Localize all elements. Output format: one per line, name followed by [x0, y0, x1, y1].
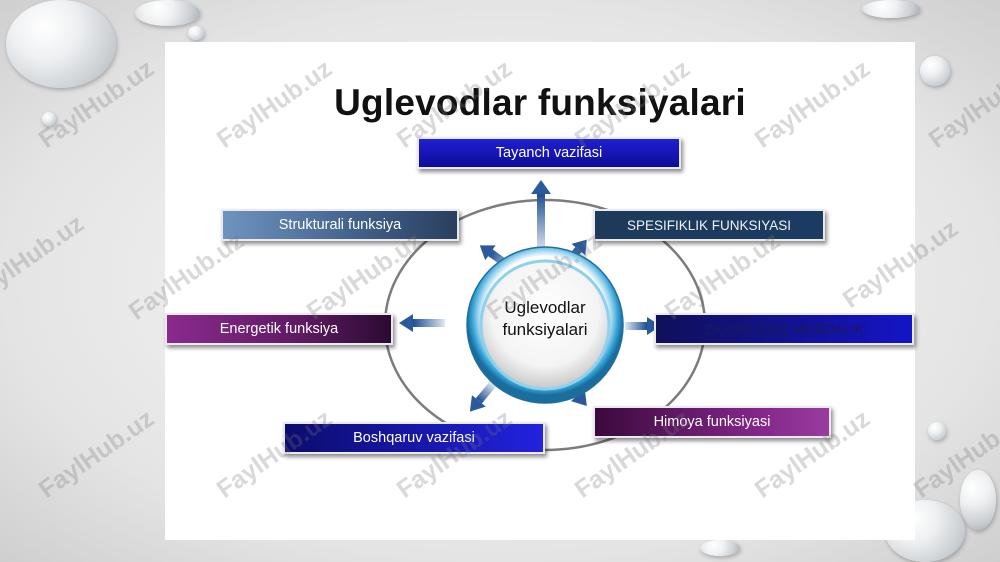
water-drop-decoration [920, 56, 950, 86]
box-spesifiklik-funksiyasi: SPESIFIKLIK FUNKSIYASI [593, 209, 825, 241]
water-drop-decoration [42, 112, 56, 126]
box-strukturali-funksiya: Strukturali funksiya [221, 209, 459, 241]
center-label-line2: funksiyalari [502, 320, 588, 339]
box-tayanch-vazifasi: Tayanch vazifasi [417, 137, 681, 169]
slide: Uglevodlar funksiyalari [165, 42, 915, 540]
box-zaxira-oziq-moddalik: ZAXIRA OZIQ MODDALIK [654, 313, 914, 345]
arrow-left [399, 314, 445, 332]
water-drop-decoration [700, 540, 740, 556]
slide-title: Uglevodlar funksiyalari [334, 82, 746, 123]
watermark-text: FaylHub.uz [0, 209, 90, 309]
box-boshqaruv-vazifasi: Boshqaruv vazifasi [283, 422, 545, 454]
arrow-lower-left [469, 381, 497, 412]
water-drop-decoration [135, 0, 200, 26]
water-drop-decoration [862, 0, 920, 18]
center-label: Uglevodlar funksiyalari [485, 297, 605, 341]
box-himoya-funksiyasi: Himoya funksiyasi [593, 406, 831, 438]
center-disc [479, 259, 611, 391]
water-drop-decoration [960, 470, 996, 530]
center-label-line1: Uglevodlar [504, 298, 586, 317]
watermark-text: FaylHub.uz [33, 404, 160, 504]
arrow-up [531, 180, 551, 252]
water-drop-decoration [188, 26, 204, 40]
water-drop-decoration [6, 0, 116, 88]
box-energetik-funksiya: Energetik funksiya [165, 313, 393, 345]
water-drop-decoration [928, 422, 946, 440]
